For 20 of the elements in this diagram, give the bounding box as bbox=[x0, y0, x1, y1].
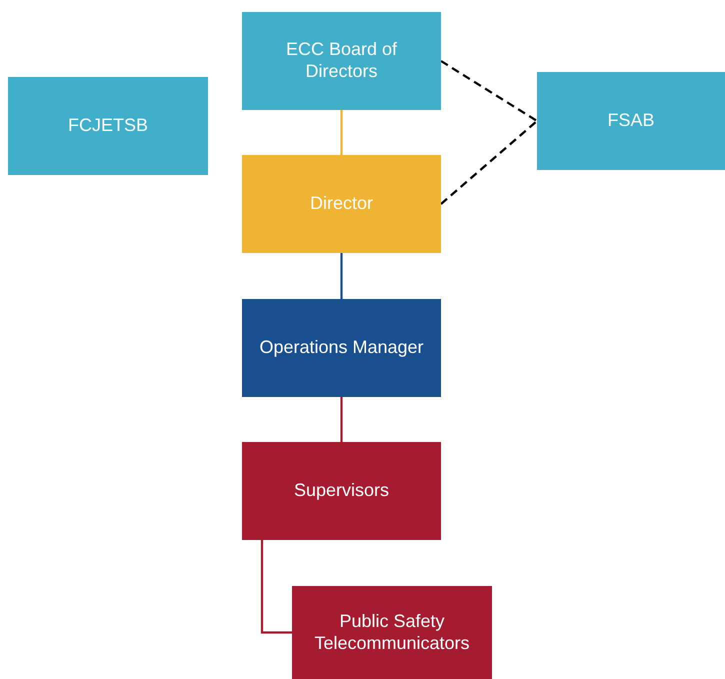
org-box bbox=[242, 155, 441, 253]
box-label: FCJETSB bbox=[68, 115, 148, 137]
connector-line bbox=[340, 110, 343, 155]
org-box bbox=[537, 72, 725, 170]
dashed-connector bbox=[440, 120, 538, 205]
org-box bbox=[242, 442, 441, 540]
box-label: FSAB bbox=[607, 110, 654, 132]
org-box bbox=[292, 586, 492, 679]
connector-line bbox=[340, 397, 343, 442]
box-label: Supervisors bbox=[294, 480, 390, 502]
connector-line bbox=[340, 253, 343, 299]
box-label: Director bbox=[310, 193, 373, 215]
box-label: Public Safety Telecommunicators bbox=[313, 610, 471, 654]
box-label: Operations Manager bbox=[259, 337, 424, 359]
org-box bbox=[242, 299, 441, 397]
connector-line bbox=[260, 540, 292, 634]
dashed-connector bbox=[440, 60, 538, 122]
box-label: ECC Board of Directors bbox=[284, 39, 398, 83]
org-box bbox=[8, 77, 208, 175]
org-box bbox=[242, 12, 441, 110]
